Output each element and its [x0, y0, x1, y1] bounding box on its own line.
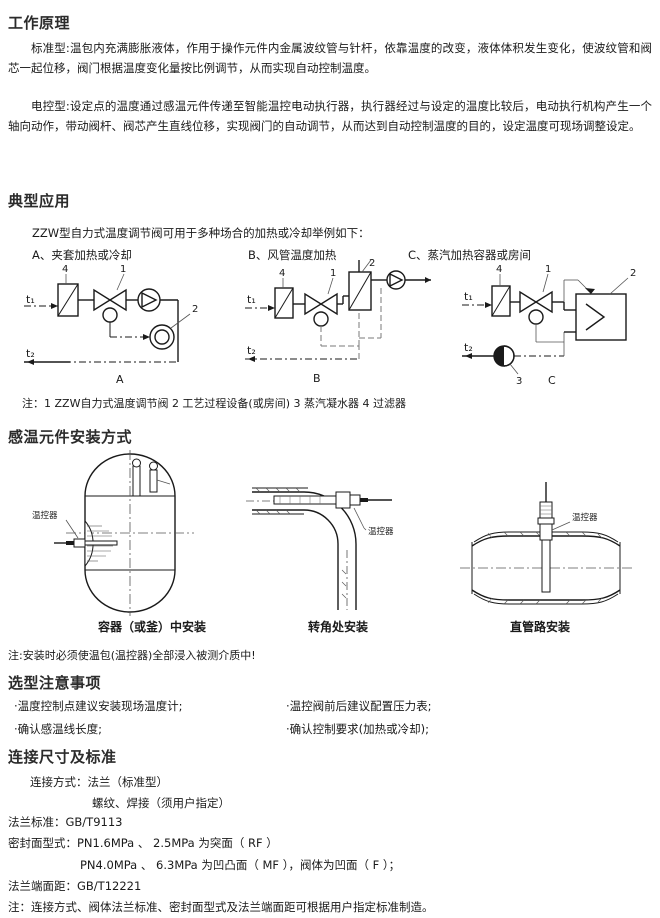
caption-vessel-installation: 容器（或釜）中安装: [97, 620, 206, 634]
diagram-steam-heating-vessel: 4 t₁ 1: [452, 262, 657, 387]
section-sensor-installation: 感温元件安装方式: [8, 426, 652, 447]
heading-sensor-installation: 感温元件安装方式: [8, 428, 133, 446]
selection-notes-list: ·温度控制点建议安装现场温度计; ·温控阀前后建议配置压力表; ·确认感温线长度…: [14, 698, 634, 737]
filter-symbol-b: [274, 287, 294, 319]
label-item1-a: 1: [120, 264, 126, 275]
label-item4-c: 4: [496, 264, 502, 275]
case-label-c: C、蒸汽加热容器或房间: [408, 248, 532, 262]
connection-line-3: 法兰标准：GB/T9113: [8, 815, 123, 829]
connection-line-7: 注：连接方式、阀体法兰标准、密封面型式及法兰端面距可根据用户指定标准制造。: [8, 900, 434, 915]
working-principle-paragraph-2: 电控型:设定点的温度通过感温元件传递至智能温控电动执行器，执行器经过与设定的温度…: [8, 99, 652, 134]
drawing-elbow-installation: 温控器: [246, 470, 441, 618]
label-inlet-a: t₁: [26, 293, 35, 306]
label-inlet-c: t₁: [464, 290, 473, 303]
connection-line-2: 螺纹、焊接（须用户指定）: [92, 796, 230, 811]
label-outlet-c: t₂: [464, 341, 473, 354]
label-item4-a: 4: [62, 264, 68, 275]
connection-line-6: 法兰端面距：GB/T12221: [8, 878, 142, 893]
connection-line-1: 连接方式：法兰（标准型）: [30, 775, 168, 789]
typical-application-lead: ZZW型自力式温度调节阀可用于多种场合的加热或冷却举例如下：: [32, 226, 370, 240]
temperature-probe-elbow: [273, 491, 392, 509]
pump-symbol-a: [137, 288, 161, 312]
connection-standards-body: 连接方式：法兰（标准型） 螺纹、焊接（须用户指定）: [30, 772, 650, 815]
label-item3-c: 3: [516, 376, 522, 387]
probe-label-vessel: 温控器: [32, 510, 58, 521]
typical-application-legend: 注：1 ZZW自力式温度调节阀 2 工艺过程设备(或房间) 3 蒸汽凝水器 4 …: [22, 397, 406, 410]
label-item2-c: 2: [630, 268, 636, 279]
label-item4-b: 4: [279, 268, 285, 279]
case-label-a: A、夹套加热或冷却: [32, 248, 132, 262]
label-item1-b: 1: [330, 268, 336, 279]
control-valve-symbol-a: [93, 288, 127, 323]
connection-line-5: PN4.0MPa 、 6.3MPa 为凹凸面（ MF ），阀体为凹面（ F ）；: [80, 857, 401, 872]
heading-typical-application: 典型应用: [8, 192, 71, 210]
label-figure-c: C: [548, 374, 556, 387]
label-inlet-b: t₁: [247, 293, 256, 306]
control-valve-symbol-b: [304, 292, 338, 327]
steam-trap-symbol-c: [493, 345, 515, 367]
probe-label-elbow: 温控器: [368, 526, 394, 537]
heading-working-principle: 工作原理: [8, 14, 71, 32]
temperature-probe-straight: [537, 482, 555, 593]
connection-line-4: 密封面型式：PN1.6MPa 、 2.5MPa 为突面（ RF ）: [8, 836, 278, 851]
tank-nozzles: [132, 458, 171, 497]
jacketed-vessel-symbol-a: [149, 324, 175, 350]
selection-note-item: ·确认控制要求(加热或冷却);: [286, 722, 430, 736]
label-outlet-a: t₂: [26, 347, 35, 360]
control-valve-symbol-c: [519, 290, 553, 325]
temperature-probe: [54, 538, 118, 548]
heading-connection-standards: 连接尺寸及标准: [8, 748, 117, 766]
pump-symbol-b: [386, 270, 406, 290]
label-item2-a: 2: [192, 304, 198, 315]
filter-symbol-a: [57, 283, 79, 317]
section-connection-standards: 连接尺寸及标准: [8, 746, 652, 767]
section-selection-notes: 选型注意事项: [8, 672, 652, 693]
duct-exchanger-symbol-b: [348, 271, 372, 311]
section-typical-application: 典型应用: [8, 190, 652, 211]
selection-note-item: ·温控阀前后建议配置压力表;: [286, 699, 432, 713]
selection-note-item: ·确认感温线长度;: [14, 722, 103, 736]
drawing-vessel-installation: 温控器: [30, 448, 250, 618]
radiator-symbol-c: [575, 293, 627, 341]
label-item1-c: 1: [545, 264, 551, 275]
label-figure-b: B: [313, 372, 321, 385]
caption-elbow-installation: 转角处安装: [307, 620, 368, 634]
case-label-b: B、风管温度加热: [248, 248, 337, 262]
label-item2-b: 2: [369, 258, 375, 269]
connection-standards-body-2: 法兰标准：GB/T9113 密封面型式：PN1.6MPa 、 2.5MPa 为突…: [8, 812, 652, 918]
selection-note-item: ·温度控制点建议安装现场温度计;: [14, 699, 183, 713]
caption-straight-installation: 直管路安装: [509, 620, 570, 634]
drawing-straight-pipe-installation: 温控器: [452, 480, 652, 615]
section-working-principle: 工作原理: [8, 12, 652, 33]
filter-symbol-c: [491, 285, 511, 317]
working-principle-paragraph-1: 标准型:温包内充满膨胀液体，作用于操作元件内金属波纹管与针杆，依靠温度的改变，液…: [8, 41, 652, 76]
label-figure-a: A: [116, 373, 124, 386]
label-outlet-b: t₂: [247, 344, 256, 357]
heading-selection-notes: 选型注意事项: [8, 674, 102, 692]
diagram-jacket-heating-cooling: 4 t₁ 1: [10, 262, 235, 387]
diagram-duct-heating: 4 t₁ 1 2: [235, 258, 450, 386]
sensor-installation-note: 注:安装时必须使温包(温控器)全部浸入被测介质中!: [8, 649, 256, 662]
probe-label-straight: 温控器: [572, 512, 598, 523]
